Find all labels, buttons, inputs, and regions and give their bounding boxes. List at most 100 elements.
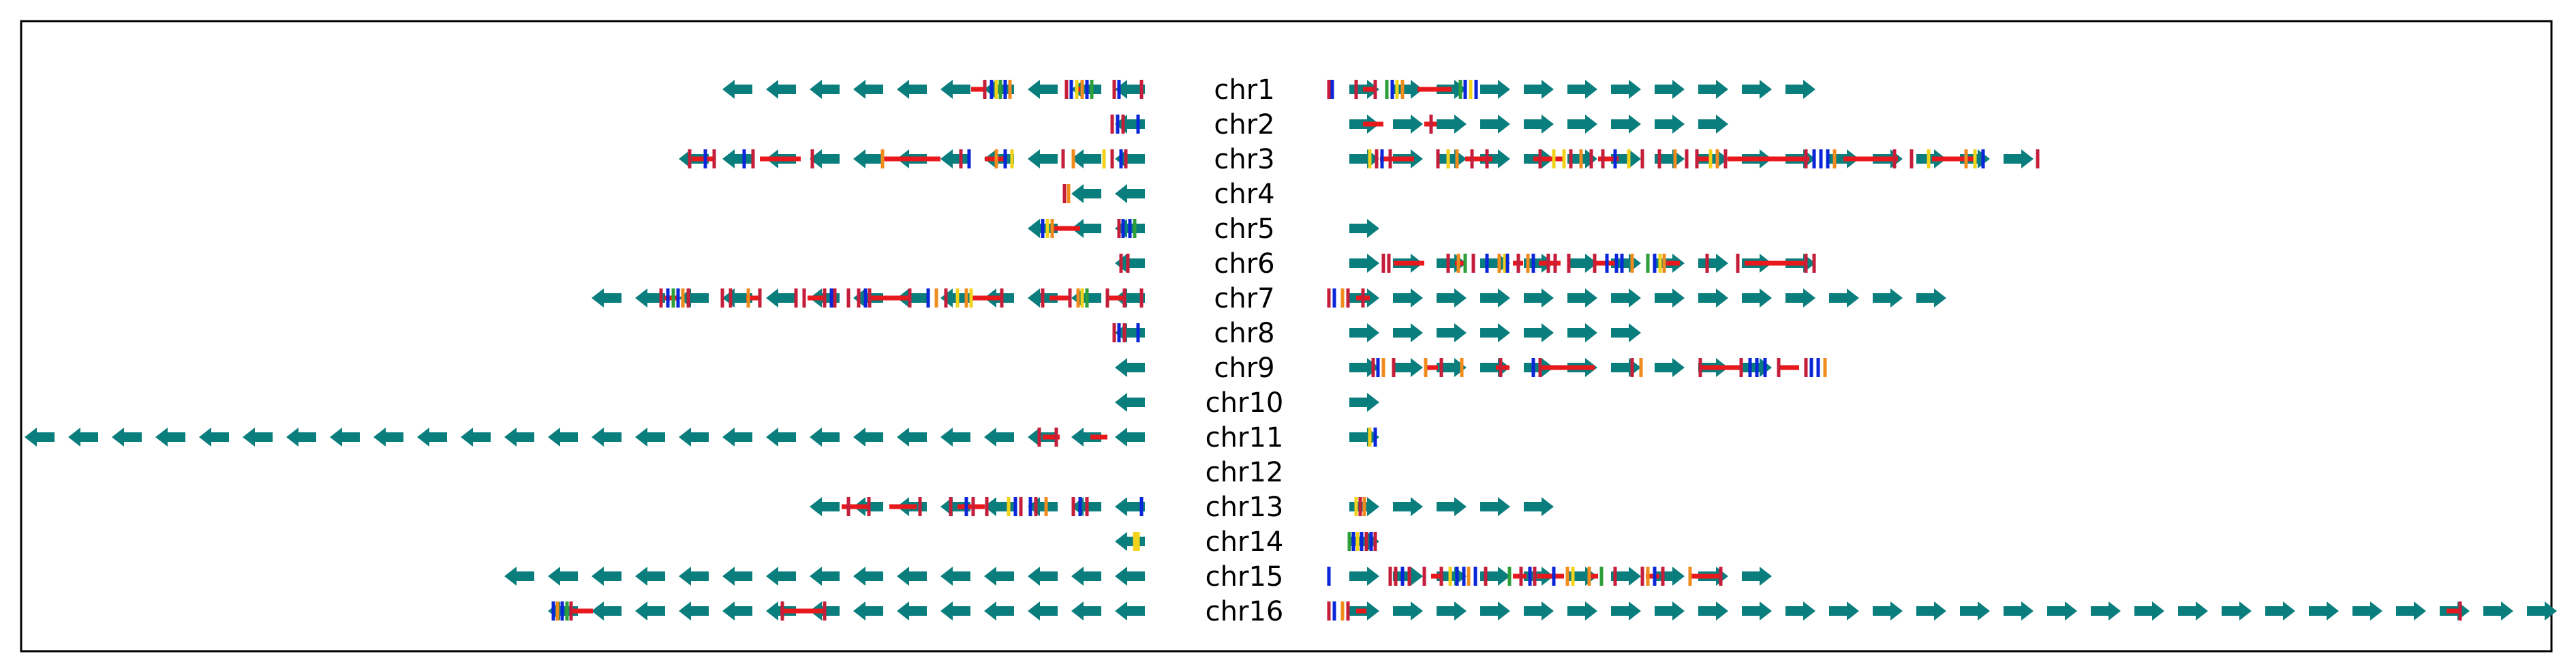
feature-marker-blue bbox=[1653, 567, 1657, 586]
chromosome-row-chr14: chr14 bbox=[1115, 526, 1379, 558]
feature-marker-orange bbox=[1080, 80, 1084, 99]
gene-arrow-left bbox=[1028, 149, 1058, 168]
feature-marker-red bbox=[1484, 567, 1488, 586]
chromosome-label: chr8 bbox=[1214, 318, 1274, 349]
feature-marker-red bbox=[1407, 567, 1411, 586]
feature-marker-yellow bbox=[1562, 149, 1566, 168]
gene-arrow-right bbox=[1698, 80, 1728, 99]
feature-marker-yellow bbox=[1075, 80, 1079, 99]
feature-marker-red bbox=[833, 288, 837, 308]
gene-arrow-left bbox=[1071, 567, 1101, 586]
gene-arrow-right bbox=[1655, 288, 1685, 308]
feature-marker-red bbox=[1736, 254, 1740, 273]
gene-arrow-right bbox=[1655, 149, 1685, 168]
feature-marker-orange bbox=[1076, 288, 1080, 308]
gene-arrow-left bbox=[1028, 497, 1058, 516]
feature-marker-blue bbox=[1003, 149, 1007, 168]
chromosome-row-chr4: chr4 bbox=[1062, 179, 1275, 210]
gene-arrow-right bbox=[1785, 601, 1815, 621]
gene-arrow-right bbox=[1655, 358, 1685, 377]
feature-marker-orange bbox=[1467, 567, 1471, 586]
feature-marker-red bbox=[868, 288, 872, 308]
feature-marker-red bbox=[1538, 358, 1542, 377]
feature-marker-orange bbox=[1455, 149, 1459, 168]
gene-arrow-right bbox=[1524, 497, 1554, 516]
feature-marker-red bbox=[1064, 80, 1069, 99]
gene-arrow-right bbox=[1916, 601, 1946, 621]
feature-marker-orange bbox=[1565, 567, 1569, 586]
gene-arrow-right bbox=[1611, 358, 1641, 377]
feature-marker-blue bbox=[1620, 254, 1624, 273]
gene-arrow-left bbox=[25, 428, 55, 447]
gene-arrow-right bbox=[2004, 601, 2034, 621]
gene-arrow-right bbox=[2396, 601, 2426, 621]
feature-marker-red bbox=[1122, 288, 1126, 308]
chromosome-row-chr12: chr12 bbox=[1206, 457, 1284, 488]
feature-marker-green bbox=[565, 601, 569, 621]
feature-marker-red bbox=[1394, 567, 1398, 586]
gene-arrow-right bbox=[1524, 115, 1554, 134]
feature-marker-yellow bbox=[1503, 254, 1507, 273]
feature-marker-red bbox=[1499, 358, 1503, 377]
feature-marker-red bbox=[712, 149, 716, 168]
chromosome-label: chr1 bbox=[1214, 74, 1274, 106]
gene-arrow-left bbox=[635, 567, 665, 586]
chromosome-row-chr2: chr2 bbox=[1110, 109, 1728, 140]
feature-marker-red bbox=[1061, 149, 1065, 168]
feature-marker-red bbox=[1471, 254, 1475, 273]
feature-marker-yellow bbox=[1368, 149, 1372, 168]
feature-marker-green bbox=[1085, 288, 1089, 308]
gene-arrow-right bbox=[2134, 601, 2164, 621]
feature-marker-red bbox=[1429, 115, 1433, 134]
gene-arrow-right bbox=[1349, 393, 1379, 412]
feature-marker-blue bbox=[1332, 288, 1336, 308]
feature-marker-orange bbox=[1381, 358, 1385, 377]
feature-marker-orange bbox=[1497, 254, 1501, 273]
feature-marker-red bbox=[918, 497, 922, 516]
feature-marker-blue bbox=[742, 149, 746, 168]
gene-arrow-right bbox=[1524, 288, 1554, 308]
gene-arrow-left bbox=[853, 567, 883, 586]
feature-marker-red bbox=[794, 288, 798, 308]
feature-marker-orange bbox=[1662, 254, 1666, 273]
gene-arrow-left bbox=[984, 567, 1014, 586]
feature-marker-blue bbox=[1069, 80, 1073, 99]
feature-marker-red bbox=[1071, 497, 1075, 516]
feature-marker-orange bbox=[1362, 497, 1366, 516]
feature-marker-orange bbox=[964, 288, 968, 308]
feature-marker-red bbox=[1354, 80, 1358, 99]
feature-marker-red bbox=[1139, 80, 1144, 99]
gene-arrow-right bbox=[1393, 80, 1423, 99]
gene-arrow-right bbox=[2178, 601, 2208, 621]
gene-arrow-right bbox=[2222, 601, 2252, 621]
feature-marker-red bbox=[1777, 358, 1781, 377]
feature-marker-blue bbox=[1531, 358, 1535, 377]
feature-marker-red bbox=[1698, 358, 1702, 377]
feature-marker-blue bbox=[1528, 567, 1532, 586]
feature-marker-orange bbox=[1526, 254, 1530, 273]
feature-marker-orange bbox=[1673, 149, 1677, 168]
gene-arrow-right bbox=[1742, 80, 1772, 99]
gene-arrow-left bbox=[286, 428, 316, 447]
gene-arrow-right bbox=[1785, 288, 1815, 308]
feature-marker-blue bbox=[551, 601, 555, 621]
gene-arrow-right bbox=[2483, 601, 2513, 621]
feature-marker-blue bbox=[1819, 149, 1823, 168]
chromosome-label: chr5 bbox=[1214, 213, 1274, 245]
feature-marker-red bbox=[1327, 288, 1331, 308]
feature-marker-red bbox=[1371, 358, 1375, 377]
gene-arrow-left bbox=[1115, 497, 1145, 516]
plot-frame bbox=[20, 20, 2553, 653]
gene-arrow-right bbox=[1349, 567, 1379, 586]
feature-marker-yellow bbox=[1552, 149, 1556, 168]
feature-marker-red bbox=[1112, 323, 1116, 342]
gene-arrow-right bbox=[1393, 497, 1423, 516]
gene-arrow-left bbox=[1028, 601, 1058, 621]
feature-marker-blue bbox=[1128, 219, 1132, 238]
gene-arrow-left bbox=[940, 497, 970, 516]
gene-arrow-right bbox=[1480, 497, 1510, 516]
feature-marker-blue bbox=[1812, 149, 1816, 168]
feature-marker-blue bbox=[1351, 532, 1355, 551]
feature-marker-red bbox=[1567, 254, 1571, 273]
